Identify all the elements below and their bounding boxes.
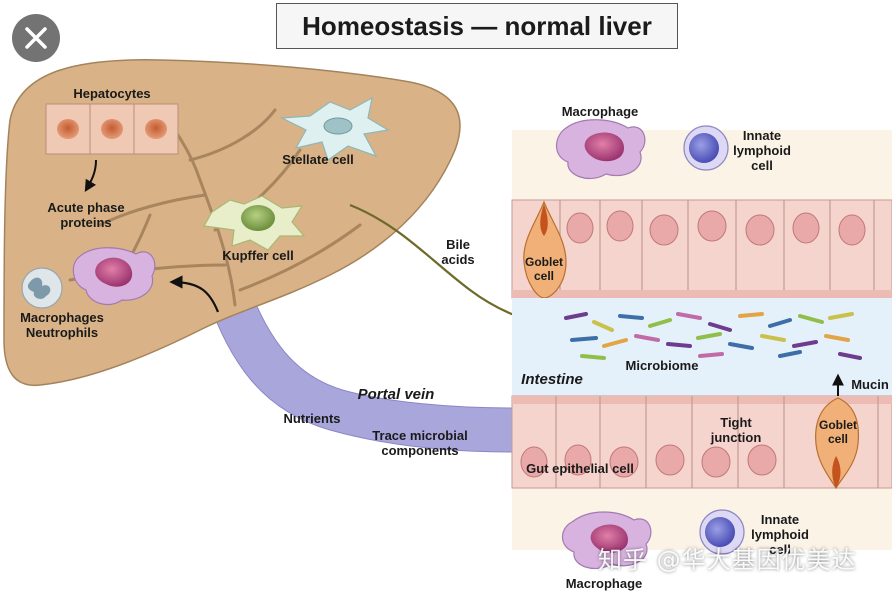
goblet-bottom-label-line1: Goblet [819, 418, 857, 432]
neutrophils-label: Neutrophils [26, 325, 98, 340]
bile-acids-label-line1: Bile [446, 237, 470, 252]
acute-phase-label-line2: proteins [60, 215, 111, 230]
ilc-bottom-label-line3: cell [769, 542, 791, 557]
macrophage-bottom-label: Macrophage [566, 576, 643, 591]
bile-acids-arrow [349, 203, 537, 326]
liver-macrophage [72, 247, 156, 305]
hepatocytes-label: Hepatocytes [73, 86, 150, 101]
stellate-cell [279, 96, 390, 161]
innate-lymphoid-cell-top [683, 125, 729, 171]
macrophages-label: Macrophages [20, 310, 104, 325]
bile-acids-label-line2: acids [441, 252, 474, 267]
mucin-label: Mucin [851, 377, 889, 392]
ilc-top-label-line3: cell [751, 158, 773, 173]
hepatocyte-cells [45, 103, 179, 155]
intestine-macrophage-bottom [561, 511, 652, 569]
page-title: Homeostasis — normal liver [276, 3, 678, 49]
microbiome [564, 312, 862, 360]
tight-junction-label-line2: junction [710, 430, 762, 445]
tight-junction-label-line1: Tight [720, 415, 752, 430]
trace-microbial-label-line1: Trace microbial [372, 428, 467, 443]
portal-to-macrophage-arrow [169, 275, 220, 313]
kupffer-cell-label: Kupffer cell [222, 248, 294, 263]
innate-lymphoid-cell-bottom [699, 509, 745, 555]
intestine-label: Intestine [521, 371, 583, 388]
stellate-cell-label: Stellate cell [282, 152, 354, 167]
goblet-bottom-label-line2: cell [828, 432, 848, 446]
watermark: 知乎 @华大基因优美达 [598, 546, 857, 574]
gut-epithelial-label: Gut epithelial cell [526, 461, 634, 476]
close-button[interactable] [12, 14, 60, 62]
ilc-bottom-label-line2: lymphoid [751, 527, 809, 542]
lower-goblet-cell [815, 397, 860, 490]
portal-vein-label: Portal vein [358, 386, 435, 403]
acute-phase-label-line1: Acute phase [47, 200, 124, 215]
intestine-macrophage-top [555, 119, 646, 179]
ilc-top-label-line2: lymphoid [733, 143, 791, 158]
goblet-top-label-line1: Goblet [525, 255, 563, 269]
upper-epithelium [511, 199, 892, 299]
macrophage-top-label: Macrophage [562, 104, 639, 119]
close-icon [25, 27, 47, 49]
ilc-top-label-line1: Innate [743, 128, 781, 143]
kupffer-cell [203, 195, 306, 251]
trace-microbial-label-line2: components [381, 443, 458, 458]
neutrophil [21, 267, 63, 309]
ilc-bottom-label-line1: Innate [761, 512, 799, 527]
hepatocyte-arrow [84, 159, 97, 193]
goblet-top-label-line2: cell [534, 269, 554, 283]
microbiome-label: Microbiome [626, 358, 699, 373]
upper-goblet-cell [523, 200, 567, 299]
nutrients-label: Nutrients [283, 411, 340, 426]
